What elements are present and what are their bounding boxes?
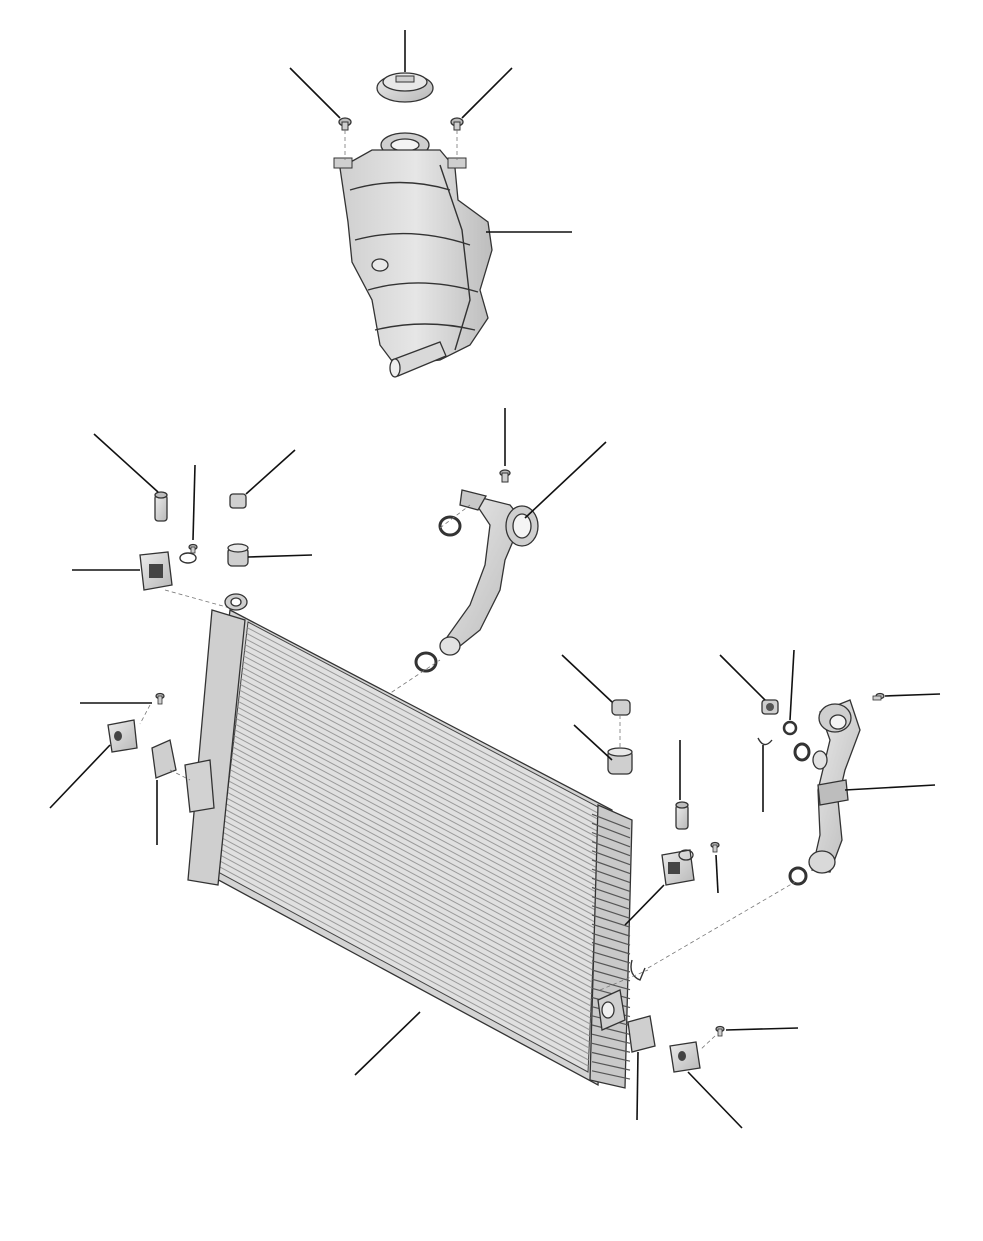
upper-hose-group	[379, 408, 607, 701]
leader-left-bushing	[247, 554, 313, 558]
left-lower-mount-group	[49, 692, 191, 845]
sensor	[761, 699, 779, 715]
expansion-tank-body	[333, 149, 493, 378]
upper-hose-bolt	[499, 469, 511, 483]
radiator-fins	[218, 627, 600, 1067]
leader-sensor	[719, 654, 766, 701]
leader-left-screw	[192, 464, 196, 541]
leader-screw-right	[461, 67, 513, 119]
right-bushing-top	[611, 699, 631, 716]
left-upper-bushing-top	[229, 493, 247, 509]
leader-right-lower-bracket	[687, 1071, 743, 1129]
tank-screw-left	[338, 117, 352, 131]
left-lower-bracket	[107, 719, 138, 753]
radiator-right-tank	[589, 804, 633, 1089]
leader-right-lower-screw	[725, 1027, 799, 1031]
left-lower-bushing	[151, 739, 177, 779]
right-lower-mount-group	[627, 1015, 799, 1129]
leader-radiator	[354, 1011, 421, 1076]
leader-right-bracket	[624, 884, 665, 926]
expansion-tank-group	[289, 30, 572, 378]
leader-right-screw	[715, 854, 719, 894]
left-upper-mount-group	[72, 433, 313, 609]
right-lower-bushing	[627, 1015, 656, 1053]
left-upper-pin	[154, 494, 168, 522]
leader-left-lower-bracket	[49, 744, 111, 809]
leader-right-lower-bushing	[636, 1051, 639, 1121]
leader-hose-screw	[884, 693, 941, 697]
leader-lower-hose	[844, 784, 936, 791]
tank-cap	[376, 72, 434, 103]
leader-left-bushing-top	[245, 449, 296, 495]
leader-left-pin	[93, 433, 159, 493]
tank-screw-right	[450, 117, 464, 131]
radiator	[184, 593, 633, 1089]
leader-sensor-oring	[789, 649, 795, 721]
leader-right-bushing-top	[561, 654, 613, 703]
leader-upper-hose	[524, 441, 607, 519]
right-upper-mount-group	[561, 654, 720, 926]
leader-right-bushing	[573, 724, 613, 761]
leader-screw-left	[289, 67, 341, 119]
lower-hose-group	[599, 649, 941, 991]
